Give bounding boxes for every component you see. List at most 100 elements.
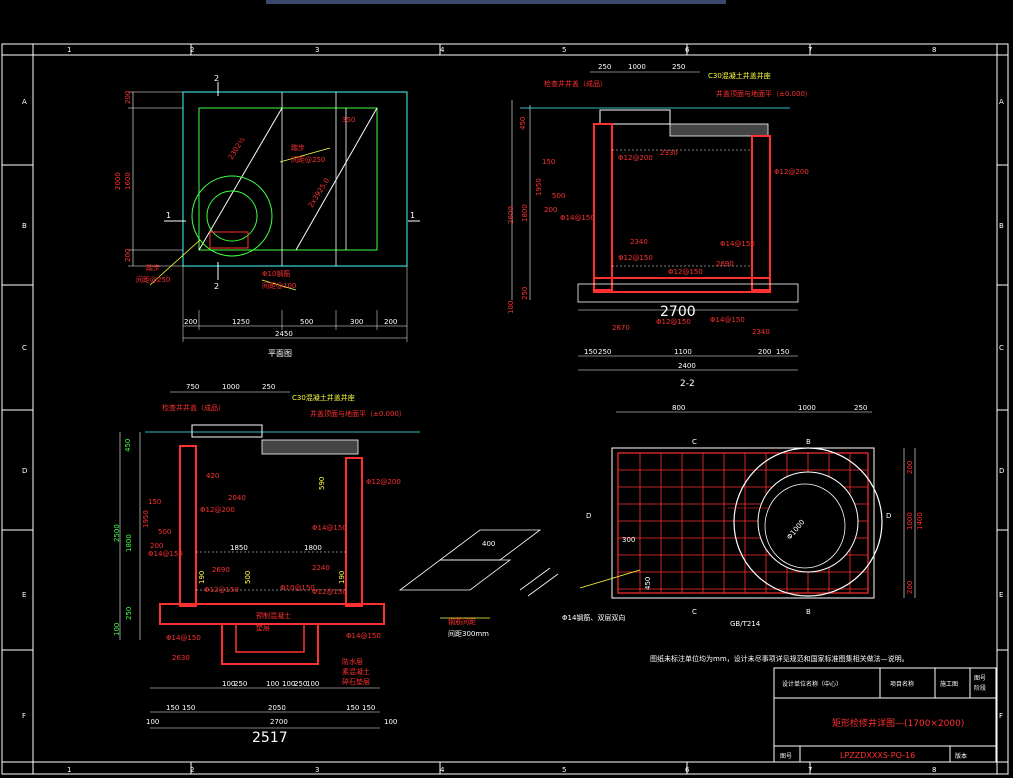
frame-col-8b: 8	[932, 766, 936, 774]
plan-diagonal-2: 2x3925.0	[307, 177, 331, 209]
plan-view[interactable]	[128, 82, 420, 342]
frame-row-f-right: F	[999, 712, 1003, 720]
frame-row-b-right: B	[999, 222, 1004, 230]
tb-design-unit: 设计单位名称（中心）	[782, 680, 842, 688]
s1-top-dim-1: 750	[186, 383, 199, 391]
s1-note-waterproof: 防水层	[342, 657, 363, 666]
general-note: 图纸未标注单位均为mm，设计未尽事项详见规范和国家标准图集相关做法—说明。	[650, 654, 909, 663]
s1-rebar-7: 1850	[230, 544, 248, 552]
section-2-2[interactable]	[511, 71, 799, 371]
s1-b2-1: 150	[166, 704, 179, 712]
cover-plate-plan[interactable]	[579, 411, 916, 599]
detail-dim: 400	[482, 540, 495, 548]
s2-note-level: 井盖顶面与地面平（±0.000）	[716, 89, 812, 98]
plan-dim-left-1: 200	[124, 91, 132, 104]
s1-note-cushion: 垫层	[256, 623, 270, 632]
s1-rebar-16: Φ14@150	[346, 632, 381, 640]
plan-section-mark-bottom: 2	[214, 282, 219, 291]
s1-rebar-2: 420	[206, 472, 219, 480]
frame-col-3b: 3	[315, 766, 319, 774]
tb-title: 矩形检修井详图—(1700×2000)	[832, 717, 964, 729]
cover-top-dim-2: 1000	[798, 404, 816, 412]
s1-rebar-4: Φ12@200	[366, 478, 401, 486]
s2-rebar-11: 2670	[612, 324, 630, 332]
s1-rebar-6: Φ14@150	[148, 550, 183, 558]
detail-label-1: 钢筋间距	[448, 617, 476, 626]
s2-top-dim-2: 1000	[628, 63, 646, 71]
cover-right-dim-2: 1000	[906, 512, 914, 530]
s1-rebar-12: Φ10@150	[280, 584, 315, 592]
s1-rebar-8: 1800	[304, 544, 322, 552]
s2-rebar-6: Φ14@150	[720, 240, 755, 248]
s1-left-dim-200: 200	[150, 542, 163, 550]
s2-big-dim: 2700	[660, 304, 696, 320]
s1-rebar-11: 2240	[312, 564, 330, 572]
s1-b2-3: 2050	[268, 704, 286, 712]
s1-note-level: 井盖顶面与地面平（±0.000）	[310, 409, 406, 418]
s1-rebar-13: Φ12@150	[312, 588, 347, 596]
s1-dim-590: 590	[318, 477, 326, 490]
s1-dim-500: 500	[244, 571, 252, 584]
drawing-frame	[1, 43, 1009, 775]
s2-bottom-total: 2400	[678, 362, 696, 370]
s2-note-cover: 检查井井盖（成品）	[544, 79, 607, 88]
cover-top-dim-3: 250	[854, 404, 867, 412]
s1-b3-3: 100	[384, 718, 397, 726]
frame-col-7: 7	[808, 46, 812, 54]
title-block[interactable]	[773, 667, 997, 763]
s2-rebar-12: 2340	[752, 328, 770, 336]
plan-rebar-spacing: 间距@100	[262, 282, 296, 290]
tb-drawing-no-cell: 图号	[974, 675, 986, 682]
s1-b2-5: 150	[362, 704, 375, 712]
s1-b2-2: 150	[182, 704, 195, 712]
s1-left-dim-1950: 1950	[142, 510, 150, 528]
s1-note-plain-concrete: 素混凝土	[342, 667, 370, 676]
frame-row-e-right: E	[999, 591, 1003, 599]
s1-left-dim-100: 100	[113, 623, 121, 636]
plan-step-label: 踏步	[291, 143, 305, 152]
detail-label-2: 间距300mm	[448, 630, 489, 638]
s2-rebar-1: Φ12@200	[618, 154, 653, 162]
s2-left-dim-450: 450	[519, 117, 527, 130]
s2-rebar-8: Φ12@150	[668, 268, 703, 276]
s2-left-dim-2600: 2600	[507, 206, 515, 224]
s2-top-dim-3: 250	[672, 63, 685, 71]
tb-drawing-no-label: 图号	[780, 753, 792, 760]
cover-mark-d-left: D	[586, 512, 591, 520]
s2-rebar-9: 2690	[716, 260, 734, 268]
frame-col-5b: 5	[562, 766, 566, 774]
s2-left-dim-150: 150	[542, 158, 555, 166]
frame-row-a-right: A	[999, 98, 1004, 106]
cover-rebar-label: Φ14钢筋、双层双向	[562, 613, 625, 622]
s1-rebar-3: 2040	[228, 494, 246, 502]
s1-rebar-15: 2630	[172, 654, 190, 662]
s1-dim-190-left: 190	[198, 571, 206, 584]
tb-phase-cell: 阶段	[974, 684, 986, 692]
s1-b1-1: 100	[222, 680, 235, 688]
s1-b3-1: 100	[146, 718, 159, 726]
tb-project: 项目名称	[890, 680, 914, 688]
s2-top-dim-1: 250	[598, 63, 611, 71]
frame-col-6b: 6	[685, 766, 690, 774]
cover-mark-c-bottom: C	[692, 608, 697, 616]
frame-row-e: E	[22, 591, 26, 599]
s1-big-dim: 2517	[252, 730, 288, 746]
frame-col-4b: 4	[440, 766, 445, 774]
s1-rebar-10: Φ12@150	[204, 586, 239, 594]
plan-dim-left-2: 2000	[114, 172, 122, 190]
section-1-1[interactable]	[119, 391, 420, 729]
window-top-bar	[266, 0, 726, 4]
s2-rebar-2: 2330	[660, 149, 678, 157]
s1-left-dim-2500: 2500	[113, 524, 121, 542]
frame-row-c-right: C	[999, 344, 1004, 352]
frame-col-2b: 2	[190, 766, 194, 774]
rebar-detail[interactable]	[398, 529, 559, 619]
plan-rebar-label: Φ10钢筋	[262, 269, 290, 278]
frame-row-b: B	[22, 222, 27, 230]
plan-diagonal-1: 2302½	[227, 136, 247, 161]
frame-row-d-right: D	[999, 467, 1004, 475]
cover-left-dim: 300	[622, 536, 635, 544]
s2-rebar-5: 2340	[630, 238, 648, 246]
s1-b1-3: 100	[266, 680, 279, 688]
